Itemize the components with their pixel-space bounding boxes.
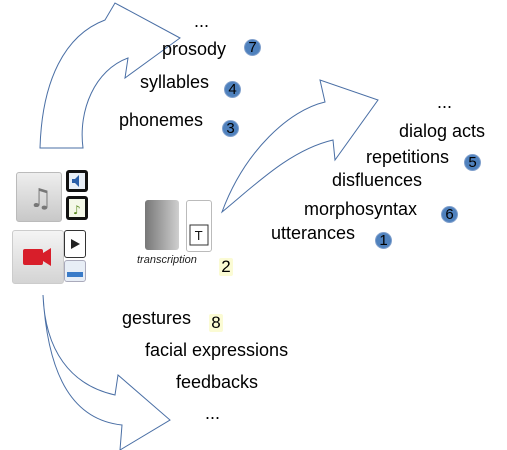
video-file-icon	[64, 230, 86, 258]
audio-file-icon: ♪	[66, 196, 88, 220]
svg-text:♫: ♫	[29, 184, 52, 214]
arrow-up	[39, 2, 181, 149]
video-badge-icon	[64, 260, 86, 282]
label-feedbacks: feedbacks	[176, 372, 259, 392]
video-camera-icon	[12, 230, 64, 284]
right-ellipsis: ...	[437, 92, 453, 112]
label-repetitions: repetitions	[366, 147, 450, 167]
label-gestures: gestures	[122, 308, 192, 328]
top-ellipsis: ...	[194, 11, 210, 31]
svg-text:♪: ♪	[73, 203, 81, 217]
badge-8: 8	[209, 314, 223, 332]
badge-7: 7	[244, 39, 261, 56]
arrow-right	[220, 79, 379, 214]
label-phonemes: phonemes	[119, 110, 204, 130]
transcription-caption: transcription	[137, 254, 197, 266]
label-morphosyntax: morphosyntax	[304, 199, 418, 219]
label-utterances: utterances	[271, 223, 356, 243]
badge-4: 4	[224, 81, 241, 98]
label-prosody: prosody	[162, 39, 227, 59]
document-icon	[145, 200, 179, 250]
speaker-icon	[66, 170, 88, 192]
badge-2: 2	[219, 258, 233, 276]
svg-text:T: T	[194, 229, 203, 243]
badge-6: 6	[441, 206, 458, 223]
bottom-ellipsis: ...	[205, 403, 221, 423]
text-document-icon: T	[186, 200, 212, 252]
badge-5: 5	[464, 154, 481, 171]
badge-3: 3	[222, 120, 239, 137]
arrow-down	[42, 294, 171, 450]
label-syllables: syllables	[140, 72, 210, 92]
label-dialog-acts: dialog acts	[399, 121, 486, 141]
label-facial-expressions: facial expressions	[145, 340, 289, 360]
badge-1: 1	[375, 232, 392, 249]
label-disfluences: disfluences	[332, 170, 423, 190]
music-icon: ♫	[16, 172, 62, 222]
